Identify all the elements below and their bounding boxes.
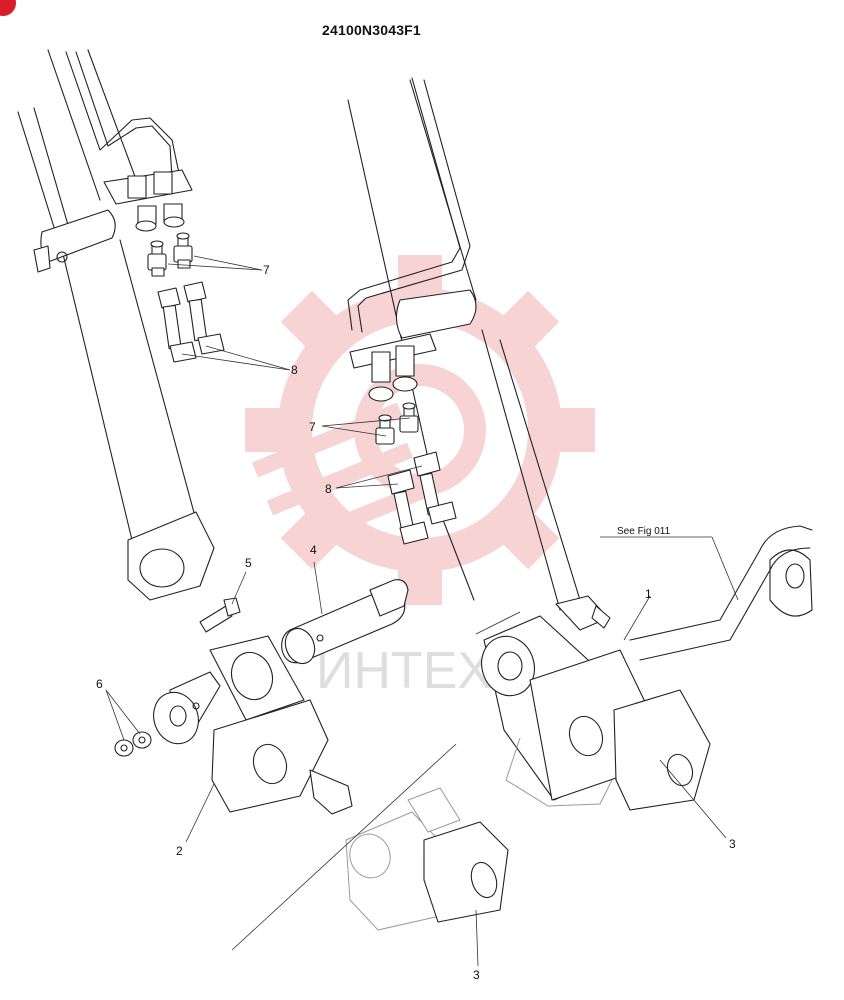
- pivot-pin: [281, 579, 409, 665]
- callout-6: 6: [96, 677, 103, 691]
- right-hydraulic-cylinder: [347, 77, 581, 611]
- leader-lines: [105, 255, 739, 967]
- callout-5: 5: [245, 556, 252, 570]
- linkage-arm: [629, 525, 813, 661]
- callout-7-top: 7: [263, 263, 270, 277]
- corner-marker: [0, 0, 16, 16]
- callout-2: 2: [176, 844, 183, 858]
- callout-3-right: 3: [729, 837, 736, 851]
- callout-3-bottom: 3: [473, 968, 480, 982]
- callout-8-middle: 8: [325, 482, 332, 496]
- see-fig-note: See Fig 011: [617, 526, 671, 537]
- left-bolt-set: [157, 281, 225, 363]
- drawing-code: 24100N3043F1: [322, 22, 421, 38]
- left-fitting-set: [147, 232, 193, 277]
- callout-4: 4: [310, 543, 317, 557]
- callout-8-top: 8: [291, 363, 298, 377]
- callout-7-middle: 7: [309, 420, 316, 434]
- watermark-text: ИНТЕХ: [316, 642, 492, 700]
- grease-bolt: [199, 597, 241, 633]
- lock-nut-set: [114, 731, 152, 757]
- left-hydraulic-cylinder: [17, 49, 215, 601]
- mounting-assembly: [481, 595, 711, 811]
- bearing-block: [345, 787, 509, 931]
- right-bolt-set: [387, 451, 457, 545]
- callout-1: 1: [645, 587, 652, 601]
- trunnion-bracket: [153, 635, 353, 815]
